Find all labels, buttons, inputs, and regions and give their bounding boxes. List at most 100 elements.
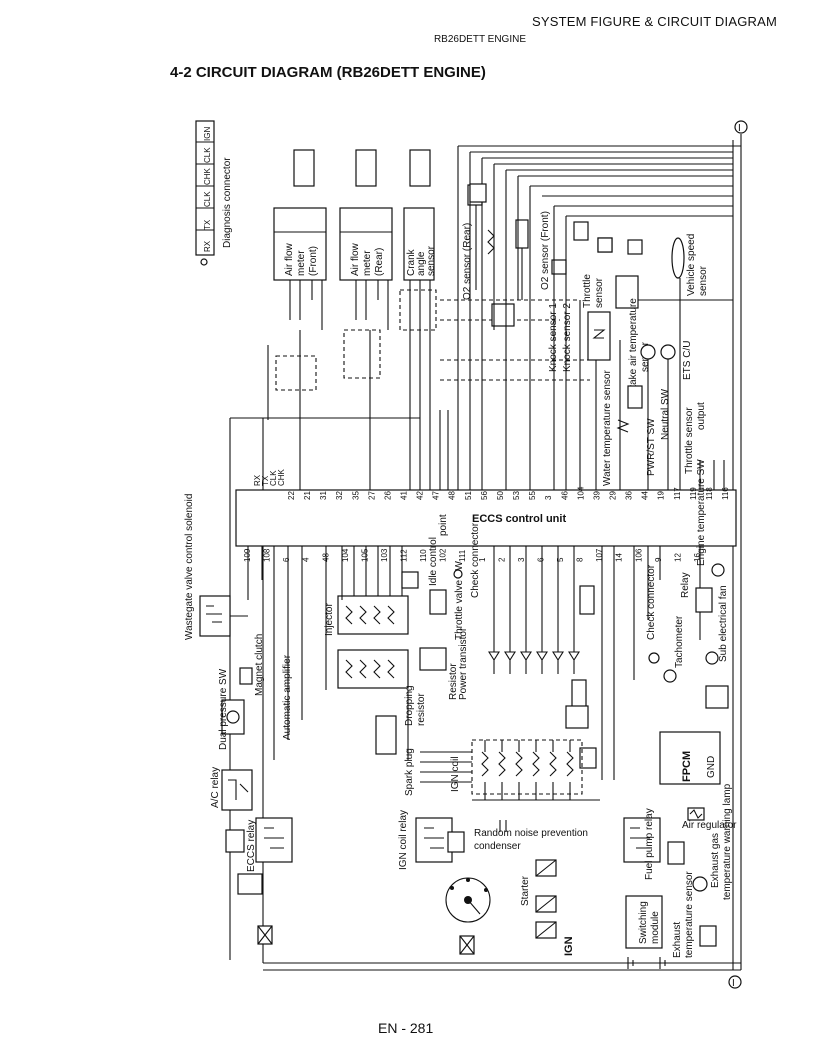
ecu-pin-label: 31 (319, 491, 328, 500)
transistor-symbol (536, 640, 548, 674)
svg-text:Intake air temperature: Intake air temperature (628, 298, 639, 396)
svg-text:CLK: CLK (269, 470, 278, 486)
svg-text:Water temperature sensor: Water temperature sensor (602, 370, 613, 486)
svg-text:Crank: Crank (406, 248, 417, 276)
svg-text:Sub electrical fan: Sub electrical fan (718, 585, 729, 662)
ign-coil-relay: IGN coil relay (398, 810, 465, 870)
ecu-pin-label: 14 (615, 553, 624, 562)
transistor-symbol (568, 640, 580, 674)
ecu-pin-label: 111 (458, 549, 467, 562)
fuel-pump-relay: Fuel pump relay (623, 808, 685, 880)
header-subtitle: RB26DETT ENGINE (433, 34, 526, 45)
ac-relay: A/C relay (210, 767, 253, 811)
ecu-pin-label: 12 (673, 553, 682, 562)
tachometer: Tachometer (663, 615, 685, 683)
svg-text:Throttle valve SW: Throttle valve SW (454, 561, 465, 640)
ecu-pin-label: 104 (576, 486, 585, 500)
svg-text:Neutral SW: Neutral SW (660, 388, 671, 440)
transistor-symbol (552, 640, 564, 674)
ign-coil-symbol (532, 740, 540, 800)
ign-coil-symbol (515, 740, 523, 800)
svg-text:IGN: IGN (563, 936, 575, 956)
terminal-label: I (738, 123, 741, 134)
svg-text:Tachometer: Tachometer (674, 615, 685, 668)
svg-text:Random noise prevention: Random noise prevention (474, 828, 588, 839)
svg-text:IGN coil relay: IGN coil relay (398, 810, 409, 870)
ecu-pin-label: 32 (335, 491, 344, 500)
dual-pressure-sw: Dual pressure SW (218, 668, 245, 750)
ecu-comm-pins: RX TX CLK CHK (253, 468, 286, 486)
svg-text:O2 sensor (Front): O2 sensor (Front) (540, 211, 551, 290)
svg-text:ECCS relay: ECCS relay (246, 820, 257, 872)
ecu-pin-label: 106 (634, 548, 643, 562)
ecu-pin-label: 48 (448, 491, 457, 500)
diag-pin: TX (203, 219, 212, 230)
header-title: SYSTEM FIGURE & CIRCUIT DIAGRAM (531, 14, 777, 29)
svg-text:sensor: sensor (698, 265, 709, 296)
svg-text:Switching: Switching (638, 901, 649, 944)
terminal-marker-bottom: I (728, 975, 742, 989)
shield-lines (275, 289, 600, 391)
svg-text:point: point (438, 514, 449, 536)
svg-text:O2 sensor (Rear): O2 sensor (Rear) (462, 223, 473, 300)
svg-text:Wastegate valve control soleno: Wastegate valve control solenoid (184, 494, 195, 640)
connector-icons (469, 183, 613, 253)
ignition-switch (445, 877, 491, 955)
idle-control-and-throttle-valve: Idle control point Throttle valve SW (401, 514, 465, 640)
ecu-pin-label: 39 (592, 491, 601, 500)
ecu-pin-label: 112 (400, 549, 409, 562)
svg-text:Fuel pump relay: Fuel pump relay (644, 808, 655, 880)
magnet-clutch: Magnet clutch (239, 634, 265, 696)
diag-pin: CLK (203, 191, 212, 207)
svg-text:Exhaust: Exhaust (672, 922, 683, 958)
intake-air-temp-sensor: Intake air temperature sensor (615, 239, 651, 396)
throttle-sensor-output: Throttle sensor output (684, 402, 707, 474)
noise-condenser: Random noise prevention condenser (474, 820, 588, 852)
relay-engine-temp: Relay Engine temperature SW Sub electric… (680, 459, 729, 709)
svg-text:FPCM: FPCM (681, 751, 693, 782)
ecu-pin-label: 116 (721, 487, 730, 500)
ecu-pin-label: 104 (341, 548, 350, 562)
relay-x-box-left (257, 925, 273, 945)
svg-text:ETS C/U: ETS C/U (682, 341, 693, 380)
ign-coil-symbol (566, 740, 574, 800)
ecu-pin-label: 27 (367, 491, 376, 500)
ecu-pin-label: 53 (512, 491, 521, 500)
svg-text:sensor: sensor (594, 277, 605, 308)
ecu-label: ECCS control unit (472, 513, 566, 525)
svg-text:Check connector: Check connector (646, 564, 657, 640)
ecu-pin-label: 118 (705, 487, 714, 500)
ecu-pin-label: 51 (464, 491, 473, 500)
exhaust-warning-lamp: Exhaust gas temperature warning lamp (710, 783, 733, 900)
svg-text:output: output (696, 402, 707, 430)
svg-text:Vehicle speed: Vehicle speed (686, 234, 697, 296)
transistor-symbol (520, 640, 532, 674)
air-flow-meter-rear: Air flow meter (Rear) (339, 149, 393, 330)
svg-text:angle: angle (416, 251, 427, 276)
power-transistor-array (488, 640, 580, 674)
ecu-pin-label: 103 (380, 548, 389, 562)
resistor-and-power-transistor: Resistor Power transistor Check connecto… (448, 522, 597, 769)
check-connector: Check connector (646, 564, 660, 664)
ecu-pin-label: 105 (360, 548, 369, 562)
air-regulator: Air regulator (682, 807, 737, 831)
ecu-pin-label: 110 (419, 549, 428, 562)
starter: Starter IGN (520, 859, 575, 956)
svg-text:Check connector: Check connector (470, 522, 481, 598)
svg-text:sensor: sensor (426, 245, 437, 276)
svg-text:Injector: Injector (324, 603, 335, 636)
knock-sensors: Knock sensor 1 Knock sensor 2 (491, 303, 573, 372)
ign-coil-symbol (498, 740, 506, 800)
ecu-pin-label: 9 (654, 557, 663, 562)
svg-text:Air regulator: Air regulator (682, 820, 737, 831)
ign-coil-symbol (481, 740, 489, 800)
ecu-pin-label: 3 (544, 495, 553, 500)
svg-text:PWR/ST SW: PWR/ST SW (646, 418, 657, 476)
svg-text:temperature warning lamp: temperature warning lamp (722, 783, 733, 900)
fpcm-module: FPCM GND (659, 731, 721, 785)
svg-text:condenser: condenser (474, 841, 521, 852)
ecu-pin-label: 4 (302, 557, 311, 562)
svg-text:IGN coil: IGN coil (450, 756, 461, 792)
